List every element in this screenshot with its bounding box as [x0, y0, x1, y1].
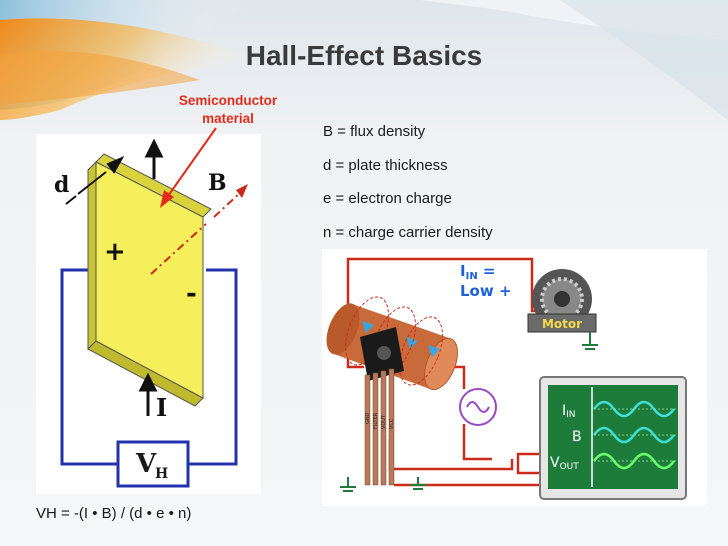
- scope-screen: [548, 385, 678, 489]
- definition-e: e = electron charge: [323, 189, 493, 223]
- ac-source-icon: [460, 389, 496, 425]
- input-current-sub: IN: [466, 271, 478, 282]
- scope-label-b: B: [572, 429, 582, 445]
- motor-label: Motor: [542, 317, 582, 331]
- definition-d: d = plate thickness: [323, 156, 493, 190]
- slide-title: Hall-Effect Basics: [0, 40, 728, 72]
- vh-label: V: [135, 449, 157, 479]
- minus-label: -: [186, 279, 197, 309]
- definition-b: B = flux density: [323, 122, 493, 156]
- pin-label-vout: VOUT: [381, 414, 387, 429]
- pin-label-vcc: VCC: [389, 418, 395, 429]
- plus-label: +: [104, 237, 126, 267]
- hall-sensor-diagram: Motor IIN = Low +: [322, 249, 707, 506]
- scope-label-iin-sub: IN: [566, 410, 575, 420]
- callout-arrow-icon: [150, 124, 230, 214]
- thickness-label: d: [54, 172, 69, 198]
- oscilloscope: IIN B VOUT: [540, 377, 686, 499]
- semiconductor-callout: Semiconductor material: [160, 92, 296, 128]
- current-label: I: [156, 393, 167, 422]
- vh-subscript: H: [155, 466, 168, 482]
- input-current-eq: =: [478, 262, 496, 280]
- scope-label-vout-main: V: [550, 455, 560, 471]
- pin-label-gnd: GND: [365, 412, 371, 424]
- scope-label-vout-sub: OUT: [560, 462, 580, 472]
- input-current-value: Low +: [460, 282, 512, 300]
- definitions-list: B = flux density d = plate thickness e =…: [323, 122, 493, 256]
- pin-label-filter: FILTER: [373, 412, 379, 429]
- callout-line-1: Semiconductor: [160, 92, 296, 110]
- input-current-label: IIN =: [460, 262, 495, 282]
- hall-voltage-formula: VH = -(I • B) / (d • e • n): [36, 505, 191, 522]
